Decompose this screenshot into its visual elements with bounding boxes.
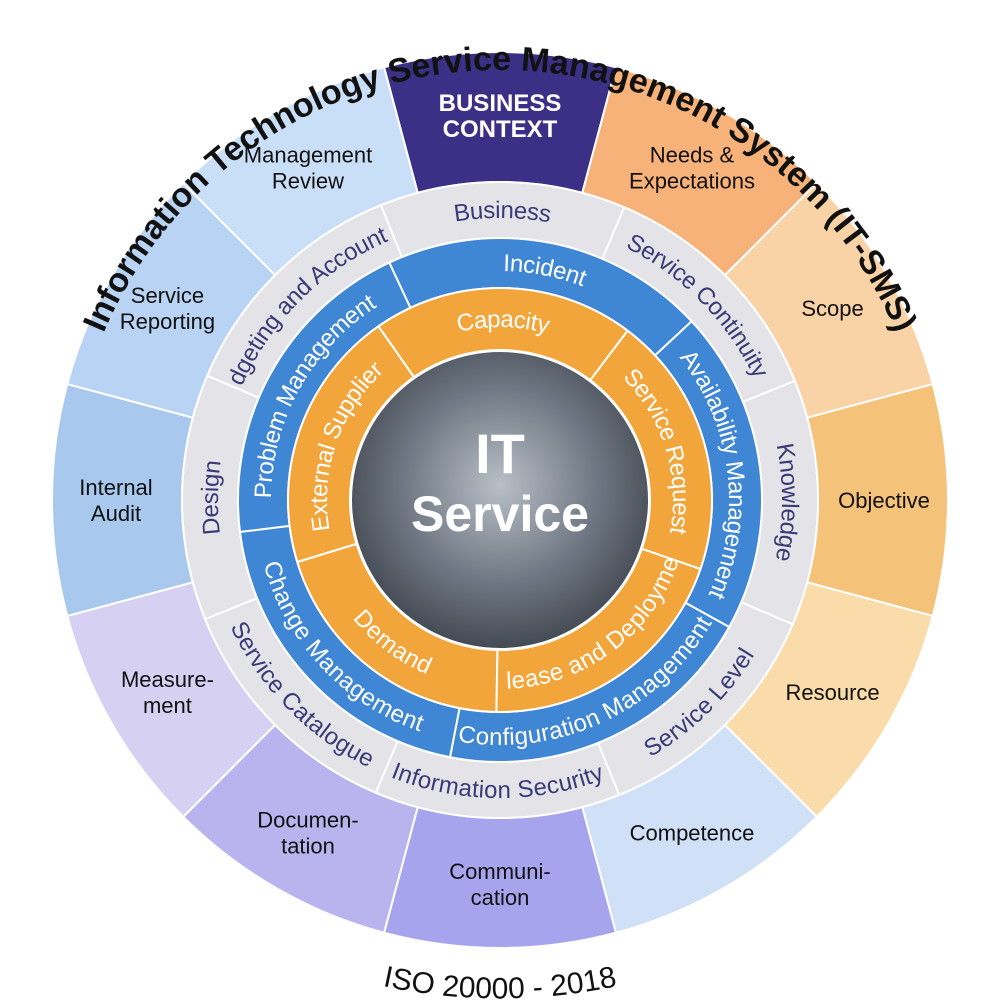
outer-label-line: Objective xyxy=(838,488,930,513)
outer-label-communi-cation: Communi-cation xyxy=(449,859,550,910)
outer-label-line: Internal xyxy=(79,475,152,500)
outer-label-line: Expectations xyxy=(629,168,755,193)
gray-label-text: Business xyxy=(452,196,553,227)
outer-label-line: Communi- xyxy=(449,859,550,884)
outer-label-line: ment xyxy=(143,693,192,718)
outer-label-line: tation xyxy=(281,834,335,859)
outer-label-line: Needs & xyxy=(650,142,735,167)
center-title-line1: IT xyxy=(475,422,525,485)
outer-label-documen-tation: Documen-tation xyxy=(257,808,358,859)
outer-label-line: Audit xyxy=(91,501,141,526)
outer-segment-internal-audit xyxy=(51,382,195,618)
orange-segment-external-supplier xyxy=(287,324,416,564)
outer-label-line: Reporting xyxy=(120,309,215,334)
outer-label-line: Resource xyxy=(785,680,879,705)
outer-label-line: Management xyxy=(244,142,372,167)
outer-label-competence: Competence xyxy=(630,821,755,846)
center-title-line2: Service xyxy=(411,486,589,542)
gray-label-design: Design xyxy=(196,459,226,536)
outer-label-line: Competence xyxy=(630,821,755,846)
outer-label-line: Measure- xyxy=(121,667,214,692)
outer-label-scope: Scope xyxy=(801,296,863,321)
outer-label-line: CONTEXT xyxy=(443,116,558,143)
outer-label-line: BUSINESS xyxy=(439,90,562,117)
outer-label-objective: Objective xyxy=(838,488,930,513)
center-circle xyxy=(352,352,648,648)
standard-label-text: ISO 20000 - 2018 xyxy=(381,960,619,1000)
standard-label: ISO 20000 - 2018 xyxy=(381,960,619,1000)
outer-label-line: cation xyxy=(471,885,530,910)
outer-label-line: Service xyxy=(131,283,204,308)
outer-label-line: Documen- xyxy=(257,808,358,833)
outer-label-measure-ment: Measure-ment xyxy=(121,667,214,718)
outer-label-needs-expectations: Needs &Expectations xyxy=(629,142,755,193)
gray-label-business: Business xyxy=(452,196,553,227)
gray-label-text: Design xyxy=(196,459,226,536)
outer-label-line: Review xyxy=(272,168,344,193)
outer-label-resource: Resource xyxy=(785,680,879,705)
outer-label-line: Scope xyxy=(801,296,863,321)
